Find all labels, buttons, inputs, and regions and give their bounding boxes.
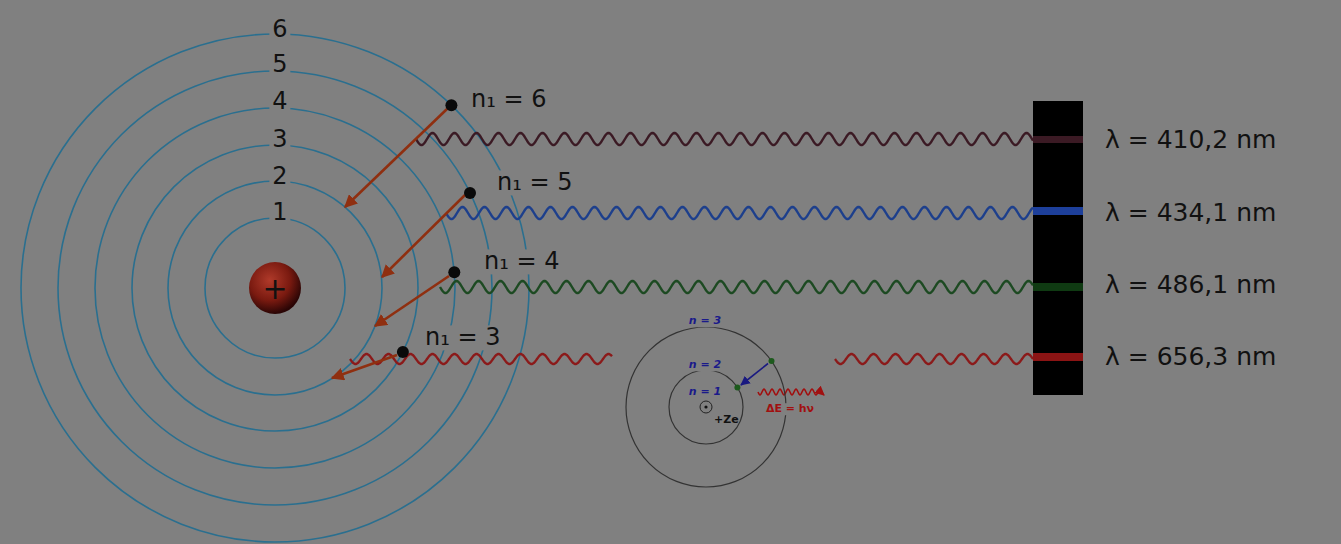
photon-wave: [446, 207, 1033, 219]
transition-arrow: [345, 109, 447, 207]
electrons: [397, 99, 476, 358]
orbit-circle: [132, 145, 418, 431]
inset-orbit: [669, 370, 743, 444]
photon-wave: [835, 354, 1033, 364]
inset-level-label: n = 3: [686, 315, 724, 327]
electron-dot: [445, 99, 457, 111]
orbit-number: 6: [269, 17, 290, 42]
nucleus-charge: +: [262, 273, 287, 305]
electron-dot: [464, 187, 476, 199]
spectral-line: [1033, 353, 1083, 361]
orbit-circle: [168, 181, 382, 395]
photon-waves: [350, 133, 1033, 395]
orbit-number: 4: [269, 89, 290, 114]
spectral-line: [1033, 207, 1083, 215]
inset-electron: [769, 358, 775, 364]
orbit-circles: [21, 34, 529, 542]
orbit-number: 1: [269, 200, 290, 225]
charge-label: +Ze: [714, 414, 739, 426]
inset-transition-arrow: [741, 364, 768, 386]
inset-level-label: n = 2: [686, 359, 724, 371]
spectrum-bar: [1033, 101, 1083, 395]
transition-arrow: [375, 276, 449, 326]
wavelength-label: λ = 486,1 nm: [1105, 272, 1276, 298]
orbit-number: 3: [269, 127, 290, 152]
wavelength-label: λ = 656,3 nm: [1105, 344, 1276, 370]
spectral-line: [1033, 283, 1083, 291]
spectral-line: [1033, 136, 1083, 143]
electron-dot: [397, 346, 409, 358]
level-label: n₁ = 3: [422, 325, 503, 350]
energy-label: ΔE = hν: [763, 403, 817, 415]
photon-wave: [758, 389, 824, 395]
inset-electron: [734, 384, 740, 390]
inset-nucleus: [700, 401, 712, 413]
transition-arrow: [382, 195, 465, 277]
orbit-circle: [205, 218, 345, 358]
wavelength-label: λ = 434,1 nm: [1105, 200, 1276, 226]
orbit-number: 5: [269, 52, 290, 77]
electron-dot: [448, 266, 460, 278]
level-label: n₁ = 5: [494, 170, 575, 195]
level-label: n₁ = 6: [468, 87, 549, 112]
nucleus: [249, 262, 301, 314]
wavelength-label: λ = 410,2 nm: [1105, 127, 1276, 153]
level-label: n₁ = 4: [481, 249, 562, 274]
inset-level-label: n = 1: [686, 386, 724, 398]
orbit-circle: [95, 108, 455, 468]
photon-wave: [440, 281, 1033, 293]
orbit-circle: [58, 71, 492, 505]
inset-nucleus-dot: [704, 405, 707, 408]
spectrum-background: [1033, 101, 1083, 395]
transition-arrow: [332, 355, 397, 378]
photon-wave: [416, 133, 1033, 145]
orbit-number: 2: [269, 164, 290, 189]
orbit-circle: [21, 34, 529, 542]
